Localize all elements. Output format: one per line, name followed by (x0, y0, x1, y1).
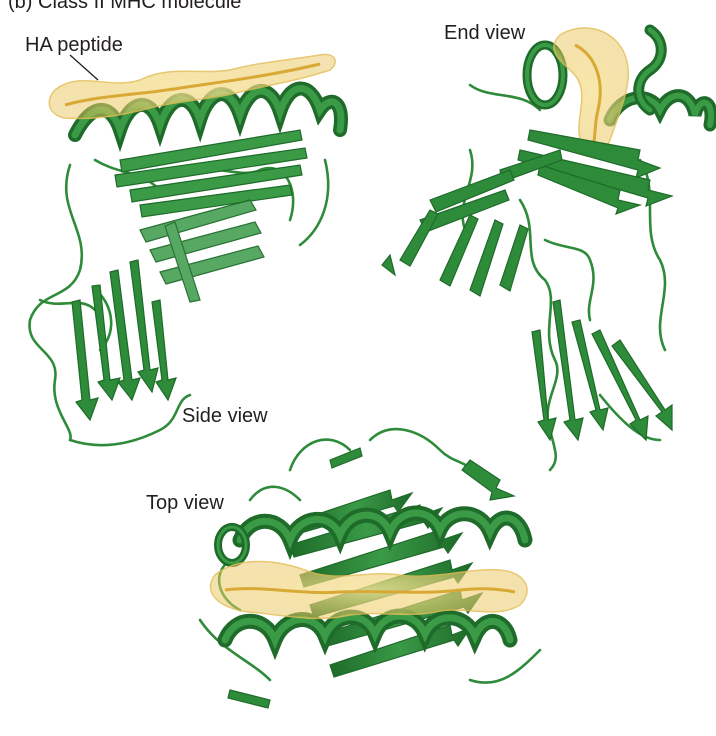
side-view-loops (28, 158, 330, 447)
side-view-structure (28, 53, 348, 447)
top-view-structure (198, 427, 542, 709)
side-view-label: Side view (182, 405, 268, 427)
top-view-peptide (209, 560, 528, 620)
end-view-helices (522, 24, 716, 132)
end-view-label: End view (444, 22, 526, 44)
end-view-beta-strands (499, 129, 674, 216)
end-view-lower-domain (531, 299, 673, 442)
top-view-helix-lower (217, 608, 518, 661)
side-view-peptide (48, 53, 336, 120)
panel-title: (b) Class II MHC molecule (8, 0, 242, 13)
top-view-label: Top view (146, 492, 224, 514)
side-view-ig-domain (71, 259, 177, 422)
ha-peptide-label: HA peptide (25, 34, 123, 56)
side-view-beta-sheet (114, 129, 308, 218)
top-view-helix-upper (214, 505, 533, 567)
end-view-structure (381, 24, 716, 472)
end-view-loops (461, 83, 667, 472)
